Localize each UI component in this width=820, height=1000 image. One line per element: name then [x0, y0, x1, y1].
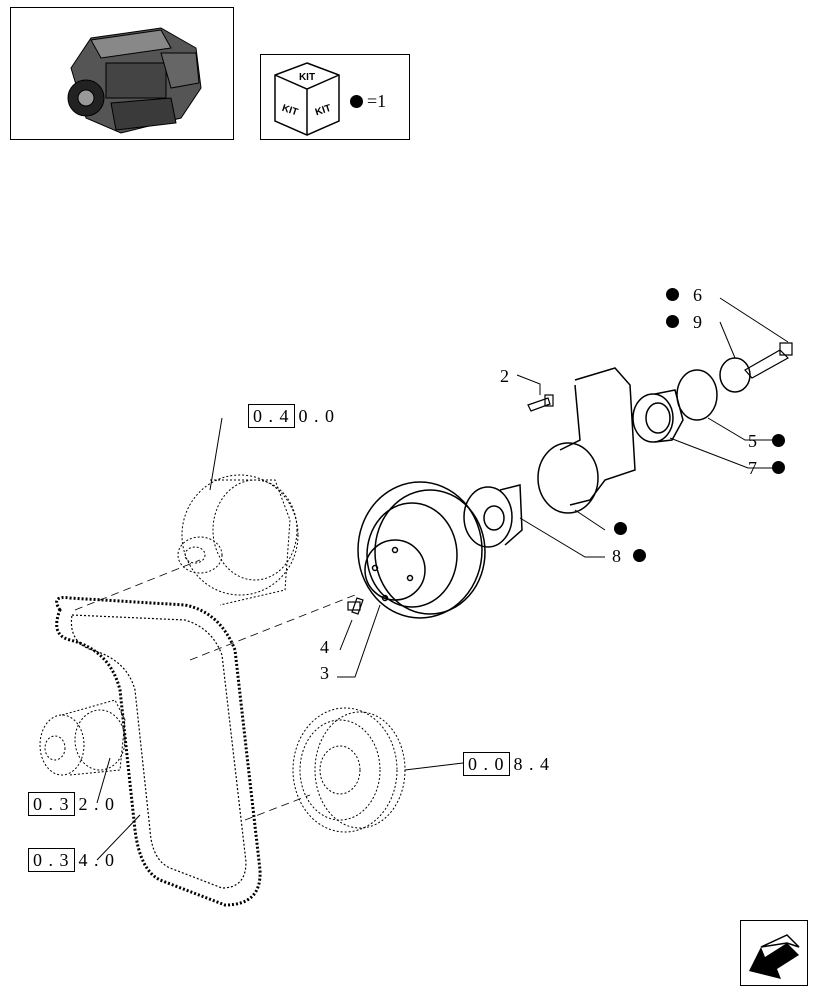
kit-box-icon: KIT KIT KIT — [274, 62, 340, 136]
pump-pulley — [357, 481, 486, 619]
washer — [719, 357, 751, 393]
pump-hub — [463, 484, 523, 548]
callout-3: 3 — [320, 663, 330, 683]
callout-7: 7 — [748, 458, 758, 478]
ref-alternator-rest: 0 . 0 — [298, 405, 335, 426]
callout-8: 8 — [612, 546, 622, 566]
ref-tensioner-b[interactable]: 0 . 3 4 . 0 — [28, 848, 115, 872]
drive-belt — [55, 596, 262, 907]
engine-thumbnail-frame — [10, 7, 234, 140]
ref-alternator[interactable]: 0 . 4 0 . 0 — [248, 404, 335, 428]
engine-thumbnail-icon — [67, 27, 202, 134]
crankshaft-pulley — [292, 707, 406, 833]
callout-5: 5 — [748, 431, 758, 451]
bolt-6 — [744, 342, 793, 379]
ref-tensioner-a-boxed: 0 . 3 — [28, 792, 75, 816]
belt-tensioner — [39, 699, 126, 776]
previous-page-arrow-icon — [749, 934, 800, 979]
kit-dot-6 — [666, 288, 679, 301]
ref-tensioner-a-rest: 2 . 0 — [78, 793, 115, 814]
bolt-2 — [527, 394, 554, 412]
kit-dot-7 — [772, 461, 785, 474]
previous-page-button[interactable] — [740, 920, 808, 986]
kit-dot-5 — [772, 434, 785, 447]
ref-crank-pulley-rest: 8 . 4 — [513, 753, 550, 774]
kit-dot-housing — [614, 522, 627, 535]
callout-2: 2 — [500, 366, 510, 386]
callout-4: 4 — [320, 637, 330, 657]
bolt-4 — [347, 597, 364, 615]
callout-6: 6 — [693, 285, 703, 305]
kit-left-label: KIT — [280, 103, 299, 118]
ref-crank-pulley[interactable]: 0 . 0 8 . 4 — [463, 752, 550, 776]
pump-housing — [537, 367, 636, 514]
ref-alternator-boxed: 0 . 4 — [248, 404, 295, 428]
alternator — [177, 474, 299, 606]
kit-dot-8 — [633, 549, 646, 562]
kit-dot-icon — [350, 95, 363, 108]
ref-tensioner-a[interactable]: 0 . 3 2 . 0 — [28, 792, 115, 816]
kit-dot-9 — [666, 315, 679, 328]
kit-legend-frame: KIT KIT KIT — [260, 54, 410, 140]
ref-tensioner-b-rest: 4 . 0 — [78, 849, 115, 870]
callout-9: 9 — [693, 312, 703, 332]
kit-equation-text: =1 — [367, 91, 387, 111]
bearing — [632, 389, 684, 443]
kit-right-label: KIT — [314, 103, 333, 118]
kit-equation: =1 — [350, 91, 386, 112]
kit-top-label: KIT — [299, 72, 315, 83]
ref-tensioner-b-boxed: 0 . 3 — [28, 848, 75, 872]
ref-crank-pulley-boxed: 0 . 0 — [463, 752, 510, 776]
circlip — [676, 369, 718, 421]
